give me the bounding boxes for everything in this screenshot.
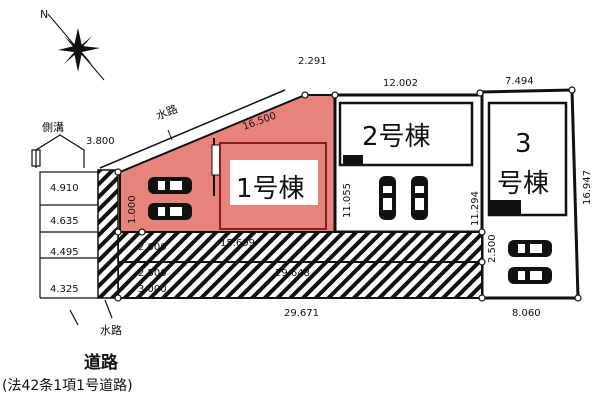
car-icon	[411, 176, 428, 220]
car-icon	[508, 240, 552, 257]
waterway-line	[99, 89, 286, 169]
dim-h-2000: 2.000	[138, 242, 167, 253]
car-icon	[148, 177, 192, 194]
car-icon	[379, 176, 396, 220]
dim-v-11294: 11.294	[470, 191, 481, 226]
dim-v-16947: 16.947	[582, 170, 593, 205]
waterway-bottom-label: 水路	[100, 324, 122, 337]
dim-h-2500: 2.500	[138, 268, 167, 279]
north-label: N	[40, 8, 48, 21]
car-icon	[508, 267, 552, 284]
dim-h-3000: 3.000	[138, 284, 167, 295]
dim-top-12002: 12.002	[383, 78, 418, 89]
building-2	[338, 101, 474, 167]
building-2-label: 2号棟	[362, 122, 431, 152]
dim-road-4325: 4.325	[50, 284, 79, 295]
boundary-markers	[114, 86, 582, 302]
building-3-label: 号棟	[497, 169, 549, 199]
side-ditch-label: 側溝	[42, 121, 64, 134]
dim-bottom-8060: 8.060	[512, 308, 541, 319]
dim-road-4635: 4.635	[50, 216, 79, 227]
road-note: (法42条1項1号道路)	[2, 377, 133, 394]
dim-h-29648: 29.648	[275, 268, 310, 279]
compass-icon: N	[40, 8, 105, 81]
dim-v-11055: 11.055	[342, 183, 353, 218]
driveway-strip-1	[117, 231, 483, 263]
building-3-number: 3	[515, 129, 532, 159]
dim-left-3800: 3.800	[86, 136, 115, 147]
dim-road-4495: 4.495	[50, 247, 79, 258]
dim-top-7494: 7.494	[505, 76, 534, 87]
dim-v-2500: 2.500	[487, 234, 498, 263]
dim-bottom-29671: 29.671	[284, 308, 319, 319]
setback-strip	[97, 169, 119, 299]
dim-road-4910: 4.910	[50, 183, 79, 194]
road-label: 道路	[84, 352, 119, 373]
dim-top-2291: 2.291	[298, 56, 327, 67]
building-3	[487, 101, 568, 217]
building-1-label: 1号棟	[236, 174, 305, 204]
dim-h-15609: 15.609	[220, 238, 255, 249]
road-sections	[31, 134, 113, 326]
dim-v-1000: 1.000	[127, 195, 138, 224]
waterway-top-label: 水路	[154, 102, 179, 122]
car-icon	[148, 203, 192, 220]
